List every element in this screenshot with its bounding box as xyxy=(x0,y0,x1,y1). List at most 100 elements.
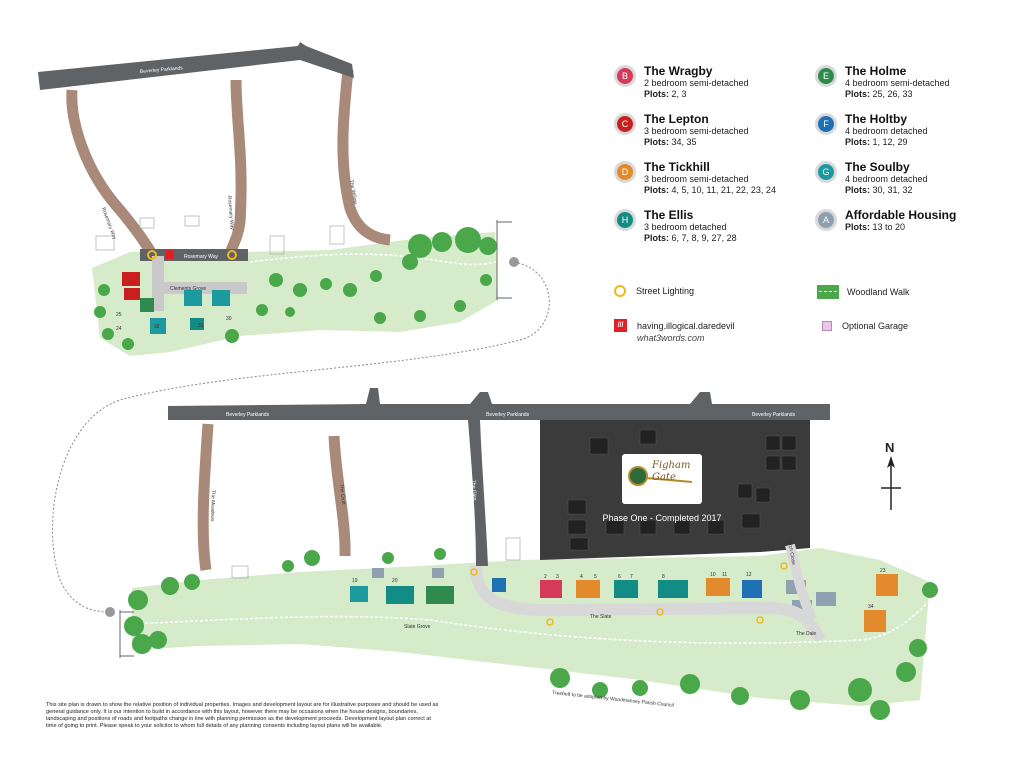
road-label-beverley-bottom-3: Beverley Parklands xyxy=(752,412,796,418)
house-type-badge: H xyxy=(614,209,636,231)
boundary-arrow xyxy=(119,610,134,658)
trees-top xyxy=(94,227,497,350)
plot-number: 8 xyxy=(662,574,665,580)
house-type-desc: 4 bedroom semi-detached xyxy=(845,78,950,88)
estate-road xyxy=(785,543,817,622)
road-label-meadows: The Meadows xyxy=(209,490,216,522)
footpath-west xyxy=(66,89,157,257)
house-type-badge: C xyxy=(614,113,636,135)
road-label-willow: The Willow xyxy=(348,179,358,205)
optional-garage-icon xyxy=(822,321,832,331)
legend-w3w: /// xyxy=(614,319,637,332)
legend-woodland-walk: Woodland Walk xyxy=(817,285,910,299)
house-type-name: The Wragby xyxy=(644,64,713,78)
bottom-road-beverley-parklands xyxy=(168,388,830,420)
plot-number: 11 xyxy=(722,572,727,578)
bottom-plan: Beverley Parklands Beverley Parklands Be… xyxy=(119,388,938,720)
plot-number: 7 xyxy=(630,574,633,580)
road-label-birch-close: Birch Close xyxy=(786,539,796,565)
connecting-footpath xyxy=(52,261,550,613)
road-the-glen xyxy=(468,420,488,566)
optional-garage-label: Optional Garage xyxy=(842,321,909,331)
north-arrow: N xyxy=(877,440,905,512)
plot-number: 25 xyxy=(116,312,122,318)
street-lights-bottom xyxy=(470,562,788,626)
compass-arrow-icon xyxy=(881,456,901,510)
bottom-houses xyxy=(350,568,898,632)
legend-optional-garage: Optional Garage xyxy=(822,321,908,331)
house-type-plots: Plots: 1, 12, 29 xyxy=(845,137,908,147)
plot-number: 5 xyxy=(594,574,597,580)
treebelt-note: Treebelt to be adopted by Woodmansey Par… xyxy=(552,690,674,709)
disclaimer-text: This site plan is drawn to show the rela… xyxy=(46,702,439,729)
street-lighting-label: Street Lighting xyxy=(636,286,695,296)
road-label-beverley-top: Beverley Parklands xyxy=(140,65,184,75)
woodland-walk-label: Woodland Walk xyxy=(847,287,910,297)
house-type-badge: A xyxy=(815,209,837,231)
logo-emblem xyxy=(628,466,693,486)
woodland-walk-bottom xyxy=(129,603,927,644)
street-light xyxy=(147,250,157,260)
plot-number: 6 xyxy=(618,574,621,580)
house-type-plots: Plots: 30, 31, 32 xyxy=(845,185,913,195)
top-road-beverley-parklands xyxy=(38,42,354,90)
plot-house xyxy=(190,318,204,330)
bottom-green-area xyxy=(132,548,930,706)
house-type-name: Affordable Housing xyxy=(845,208,957,222)
plot-number: 20 xyxy=(392,578,398,584)
house-type-plots: Plots: 4, 5, 10, 11, 21, 22, 23, 24 xyxy=(644,185,776,195)
footpath-middle xyxy=(224,79,247,256)
plot-number: 31 xyxy=(198,323,204,329)
house-type-desc: 2 bedroom semi-detached xyxy=(644,78,749,88)
road-label-beverley-bottom-1: Beverley Parklands xyxy=(226,412,270,418)
plot-house xyxy=(140,298,154,312)
house-type-badge: G xyxy=(815,161,837,183)
w3w-marker xyxy=(165,250,174,259)
road-label-rosemary-east: Rosemary Way xyxy=(226,196,235,231)
plot-number: 4 xyxy=(580,574,583,580)
street-light xyxy=(227,250,237,260)
road-label-slate: The Slate xyxy=(590,614,612,620)
plot-outline xyxy=(329,225,345,245)
woodland-walk-icon xyxy=(817,285,839,299)
plot-outline xyxy=(184,215,200,227)
house-type-name: The Holme xyxy=(845,64,907,78)
plot-house xyxy=(122,272,140,286)
plot-number: 12 xyxy=(746,572,752,578)
legend-street-lighting: Street Lighting xyxy=(614,285,694,297)
plot-outline xyxy=(269,235,285,255)
house-type-desc: 4 bedroom detached xyxy=(845,174,928,184)
trees-bottom xyxy=(124,548,938,720)
plot-number: 10 xyxy=(710,572,716,578)
road-label-croft: The Croft xyxy=(338,484,346,506)
house-type-badge: E xyxy=(815,65,837,87)
what3words-icon: /// xyxy=(614,319,627,332)
house-type-badge: D xyxy=(614,161,636,183)
house-type-badge: B xyxy=(614,65,636,87)
w3w-site: what3words.com xyxy=(637,333,705,343)
house-type-name: The Tickhill xyxy=(644,160,710,174)
figham-gate-logo: Figham Gate xyxy=(622,454,702,504)
plot-house xyxy=(150,318,166,334)
house-type-desc: 3 bedroom detached xyxy=(644,222,727,232)
plot-outline xyxy=(505,537,521,561)
house-type-name: The Soulby xyxy=(845,160,910,174)
house-type-name: The Holtby xyxy=(845,112,907,126)
road-label-beverley-bottom-2: Beverley Parklands xyxy=(486,412,530,418)
woodland-walk-top xyxy=(249,253,497,266)
estate-road xyxy=(470,565,826,643)
path-connector-node xyxy=(105,607,115,617)
plot-outline xyxy=(139,217,155,229)
house-type-plots: Plots: 6, 7, 8, 9, 27, 28 xyxy=(644,233,737,243)
plot-number: 19 xyxy=(352,578,358,584)
top-plan: Beverley Parklands Rosemary Way Rosemary… xyxy=(38,42,519,356)
plot-outline xyxy=(95,235,115,251)
boundary-arrow xyxy=(496,220,512,300)
road-label-clements-grove: Clements Grove xyxy=(170,286,206,292)
house-type-desc: 3 bedroom semi-detached xyxy=(644,174,749,184)
footpath-east xyxy=(337,69,391,246)
house-type-desc: 4 bedroom detached xyxy=(845,126,928,136)
plot-number: 2 xyxy=(544,574,547,580)
road-label-glen: The Glen xyxy=(470,480,477,501)
